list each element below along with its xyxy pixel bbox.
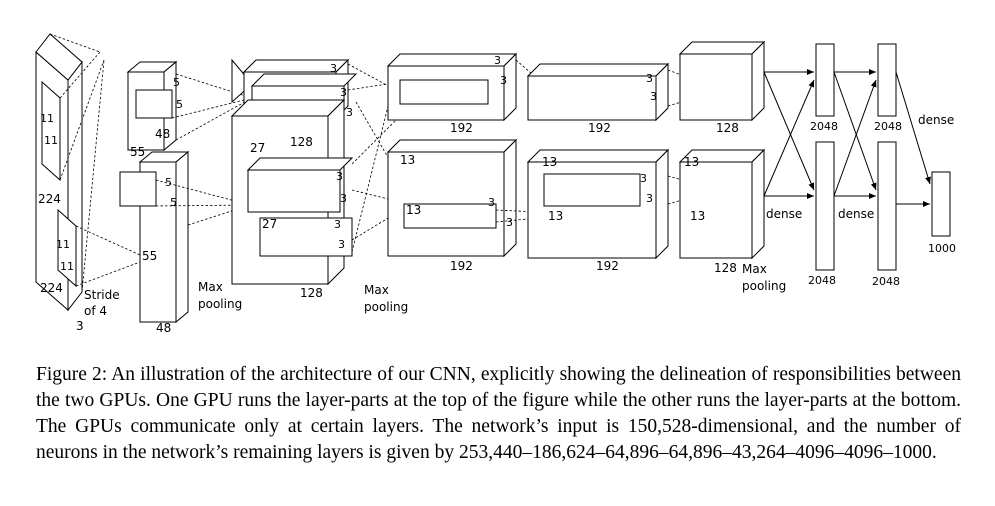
figure-caption: Figure 2: An illustration of the archite… <box>36 364 961 463</box>
input-kernel-label-c: 11 <box>56 238 70 251</box>
conv2-depth-bottom: 128 <box>300 286 323 300</box>
conv4-size-bottom: 13 <box>548 209 563 223</box>
pool2-pooling-label: pooling <box>364 300 408 314</box>
stride-of-label: of 4 <box>84 304 107 318</box>
conv4-depth-top: 192 <box>588 121 611 135</box>
fc7-bottom-width: 2048 <box>872 275 900 288</box>
conv4-volume <box>526 62 670 260</box>
conv2-kernel-g: 3 <box>338 238 345 251</box>
conv4-kernel-d: 3 <box>646 192 653 205</box>
input-kernel-label-a: 11 <box>40 112 54 125</box>
conv1-kernel-a: 5 <box>173 76 180 89</box>
pool1-pooling-label: pooling <box>198 297 242 311</box>
conv4-depth-bottom: 192 <box>596 259 619 273</box>
input-width-label: 224 <box>40 281 63 295</box>
conv5-size-top: 13 <box>684 155 699 169</box>
dense-label-2: dense <box>838 207 874 221</box>
conv3-kernel-c: 3 <box>488 196 495 209</box>
input-volume <box>35 33 83 312</box>
input-depth-label: 3 <box>76 319 84 333</box>
dense-label-3: dense <box>918 113 954 127</box>
output-size-label: 1000 <box>928 242 956 255</box>
input-kernel-label-b: 11 <box>44 134 58 147</box>
pool3-pooling-label: pooling <box>742 279 786 293</box>
conv2-size-bottom: 27 <box>262 217 277 231</box>
conv3-size-top: 13 <box>400 153 415 167</box>
conv3-volume <box>386 52 518 258</box>
conv3-depth-top: 192 <box>450 121 473 135</box>
stride-label: Stride <box>84 288 120 302</box>
conv1-depth-bottom: 48 <box>156 321 171 335</box>
pool3-max-label: Max <box>742 262 767 276</box>
conv3-kernel-a: 3 <box>494 54 501 67</box>
conv3-kernel-d: 3 <box>506 216 513 229</box>
conv3-depth-bottom: 192 <box>450 259 473 273</box>
conv4-kernel-a: 3 <box>646 72 653 85</box>
fc6-bottom-width: 2048 <box>808 274 836 287</box>
input-height-label: 224 <box>38 192 61 206</box>
pool2-max-label: Max <box>364 283 389 297</box>
conv2-kernel-e: 3 <box>340 192 347 205</box>
conv1-kernel-b: 5 <box>176 98 183 111</box>
conv5-depth-bottom: 128 <box>714 261 737 275</box>
conv5-depth-top: 128 <box>716 121 739 135</box>
conv1-volume <box>119 60 190 324</box>
conv1-size-bottom: 55 <box>142 249 157 263</box>
conv4-kernel-c: 3 <box>640 172 647 185</box>
conv2-kernel-a: 3 <box>330 62 337 75</box>
input-kernel-label-d: 11 <box>60 260 74 273</box>
fc-layers <box>815 43 951 271</box>
fc-connections <box>763 69 931 207</box>
pool1-max-label: Max <box>198 280 223 294</box>
conv4-size-top: 13 <box>542 155 557 169</box>
conv1-kernel-d: 5 <box>170 196 177 209</box>
fc7-top-width: 2048 <box>874 120 902 133</box>
fc6-top-width: 2048 <box>810 120 838 133</box>
conv1-size-top: 55 <box>130 145 145 159</box>
conv2-kernel-c: 3 <box>346 106 353 119</box>
dense-label-1: dense <box>766 207 802 221</box>
conv1-kernel-c: 5 <box>165 176 172 189</box>
conv1-depth-top: 48 <box>155 127 170 141</box>
conv2-volume <box>230 58 358 286</box>
conv2-depth-top: 128 <box>290 135 313 149</box>
conv2-kernel-f: 3 <box>334 218 341 231</box>
conv4-kernel-b: 3 <box>650 90 657 103</box>
conv5-size-bottom: 13 <box>690 209 705 223</box>
conv3-size-bottom: 13 <box>406 203 421 217</box>
conv2-kernel-b: 3 <box>340 86 347 99</box>
conv2-size-top: 27 <box>250 141 265 155</box>
cnn-architecture-diagram: 11 11 11 11 224 224 3 Stride of 4 5 5 5 … <box>35 33 956 335</box>
conv2-kernel-d: 3 <box>336 170 343 183</box>
conv5-volume <box>678 40 766 260</box>
conv3-kernel-b: 3 <box>500 74 507 87</box>
